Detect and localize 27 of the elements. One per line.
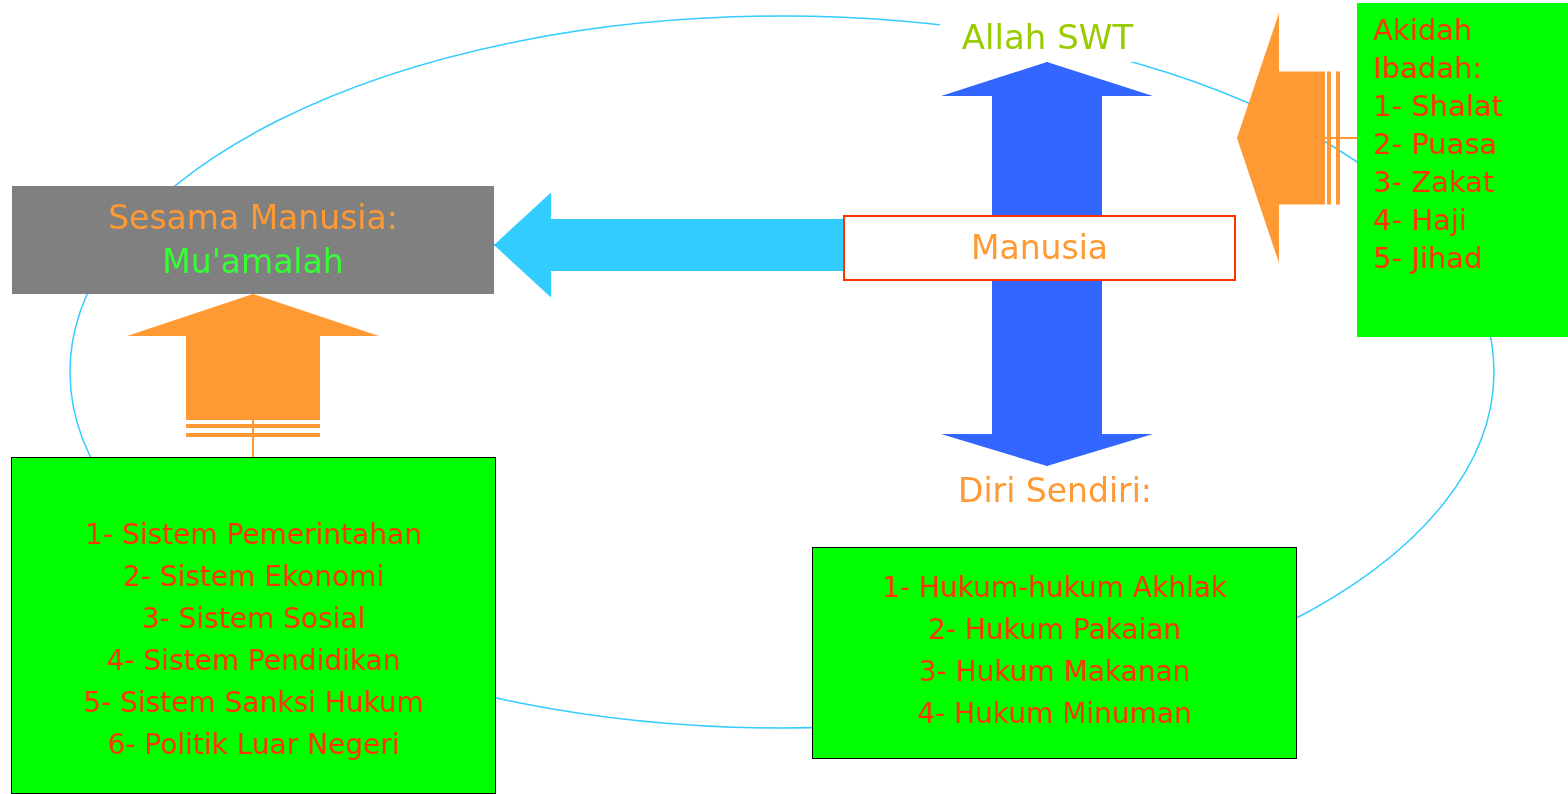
node-text: 6- Politik Luar Negeri xyxy=(107,726,400,763)
heading-box xyxy=(12,186,494,294)
node-text: 2- Puasa xyxy=(1373,126,1498,163)
list-box xyxy=(11,457,496,794)
node-text: 4- Sistem Pendidikan xyxy=(106,642,401,679)
node-text: 4- Haji xyxy=(1373,202,1467,239)
list-box xyxy=(812,547,1297,759)
node-text: Diri Sendiri: xyxy=(958,470,1152,513)
node-text: 2- Hukum Pakaian xyxy=(927,612,1182,648)
node-text: Manusia xyxy=(970,227,1109,270)
node-text: 5- Jihad xyxy=(1373,240,1483,277)
node-text: 2- Sistem Ekonomi xyxy=(122,558,385,595)
node-text: 1- Shalat xyxy=(1373,88,1503,125)
node-text: 4- Hukum Minuman xyxy=(917,696,1192,732)
node-text: 3- Zakat xyxy=(1373,164,1495,201)
node-text: Sesama Manusia: xyxy=(108,197,398,239)
node-text: 3- Sistem Sosial xyxy=(141,600,366,637)
node-text: 1- Hukum-hukum Akhlak xyxy=(881,570,1228,606)
node-text: 5- Sistem Sanksi Hukum xyxy=(83,684,424,721)
node-text: 1- Sistem Pemerintahan xyxy=(85,516,422,553)
node-text: 3- Hukum Makanan xyxy=(918,654,1191,690)
node-text: Allah SWT xyxy=(961,15,1134,59)
node-text: Akidah xyxy=(1373,12,1473,49)
node-text: Ibadah: xyxy=(1373,50,1483,87)
node-text: Mu'amalah xyxy=(162,241,344,283)
list-box xyxy=(1357,3,1568,337)
process-box xyxy=(843,215,1236,281)
